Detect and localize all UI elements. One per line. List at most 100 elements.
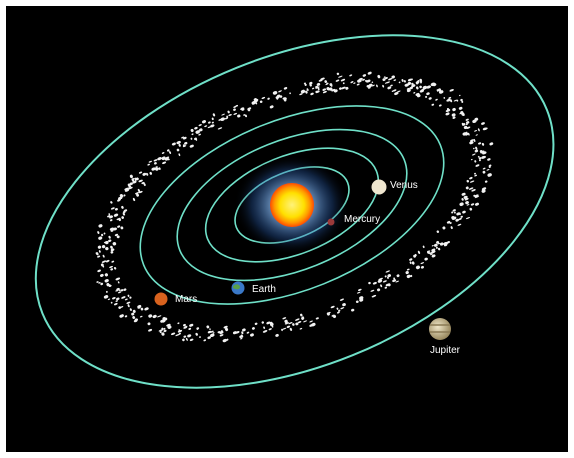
asteroid: [206, 325, 210, 329]
asteroid: [108, 235, 111, 239]
asteroid: [220, 330, 224, 334]
asteroid: [122, 212, 126, 216]
asteroid: [194, 126, 198, 130]
asteroid: [410, 274, 413, 278]
asteroid: [175, 333, 180, 337]
asteroid: [110, 248, 115, 252]
asteroid: [473, 138, 476, 142]
asteroid: [330, 305, 335, 309]
asteroid: [452, 209, 456, 212]
asteroid: [176, 148, 180, 152]
asteroid: [105, 274, 108, 277]
asteroid: [461, 192, 466, 196]
asteroid: [281, 327, 287, 330]
asteroid: [481, 122, 485, 125]
jupiter-planet-icon: [429, 318, 451, 340]
asteroid: [469, 207, 473, 211]
asteroid: [392, 279, 397, 282]
asteroid: [299, 93, 303, 96]
asteroid: [484, 180, 488, 183]
asteroid: [338, 309, 341, 312]
asteroid: [209, 330, 214, 333]
asteroid: [127, 294, 130, 297]
earth-land-shape: [233, 284, 240, 290]
asteroid: [439, 242, 444, 246]
asteroid: [153, 159, 158, 162]
asteroid: [97, 269, 101, 273]
asteroid: [203, 339, 207, 342]
asteroid: [220, 117, 226, 122]
asteroid: [101, 245, 106, 249]
asteroid: [377, 288, 381, 292]
asteroid: [318, 79, 323, 82]
asteroid: [283, 87, 288, 90]
asteroid: [317, 87, 320, 91]
asteroid: [116, 297, 120, 301]
asteroid: [297, 321, 302, 324]
asteroid: [295, 322, 299, 326]
asteroid: [233, 112, 238, 115]
asteroid: [178, 153, 181, 157]
asteroid: [212, 113, 216, 117]
asteroid: [226, 338, 229, 341]
asteroid: [395, 280, 400, 283]
asteroid: [306, 88, 309, 92]
asteroid: [481, 187, 487, 191]
asteroid: [152, 314, 157, 319]
asteroid: [281, 328, 283, 332]
asteroid: [103, 232, 106, 235]
asteroid: [461, 198, 464, 201]
asteroid: [430, 253, 433, 256]
asteroid: [345, 86, 349, 90]
asteroid: [110, 229, 114, 232]
asteroid: [98, 250, 101, 253]
asteroid: [120, 306, 124, 308]
asteroid: [235, 104, 239, 107]
asteroid: [198, 124, 202, 127]
asteroid: [169, 151, 172, 154]
earth-planet: Earth: [231, 281, 276, 295]
asteroid: [478, 159, 481, 162]
asteroid-belt: [95, 71, 494, 343]
asteroid: [447, 98, 451, 102]
asteroid: [390, 84, 393, 87]
venus-label: Venus: [390, 180, 418, 191]
asteroid: [368, 281, 371, 285]
asteroid: [97, 255, 101, 258]
asteroid: [261, 96, 266, 99]
asteroid: [300, 89, 306, 94]
asteroid: [182, 145, 187, 148]
asteroid: [353, 82, 356, 84]
asteroid: [474, 174, 478, 177]
asteroid: [387, 86, 392, 90]
asteroid: [147, 322, 151, 326]
asteroid: [132, 316, 136, 319]
asteroid: [195, 138, 198, 141]
asteroid: [151, 167, 156, 171]
asteroid: [328, 87, 333, 91]
asteroid: [183, 335, 187, 338]
sun-icon: [270, 183, 314, 227]
asteroid: [415, 92, 420, 96]
asteroid: [276, 94, 281, 98]
asteroid: [110, 301, 113, 304]
asteroid: [415, 265, 420, 270]
asteroid: [338, 75, 343, 78]
asteroid: [451, 113, 456, 117]
asteroid: [377, 74, 381, 79]
asteroid: [108, 213, 111, 216]
asteroid: [311, 87, 315, 90]
asteroid: [470, 203, 475, 206]
asteroid: [443, 97, 446, 99]
asteroid: [120, 196, 123, 199]
asteroid: [446, 107, 450, 112]
asteroid: [268, 328, 272, 331]
asteroid: [282, 317, 287, 320]
asteroid: [97, 245, 102, 249]
asteroid: [406, 274, 411, 279]
asteroid: [190, 128, 194, 133]
asteroid: [300, 313, 303, 317]
asteroid: [195, 130, 200, 134]
asteroid: [422, 85, 428, 90]
asteroid: [371, 84, 375, 87]
